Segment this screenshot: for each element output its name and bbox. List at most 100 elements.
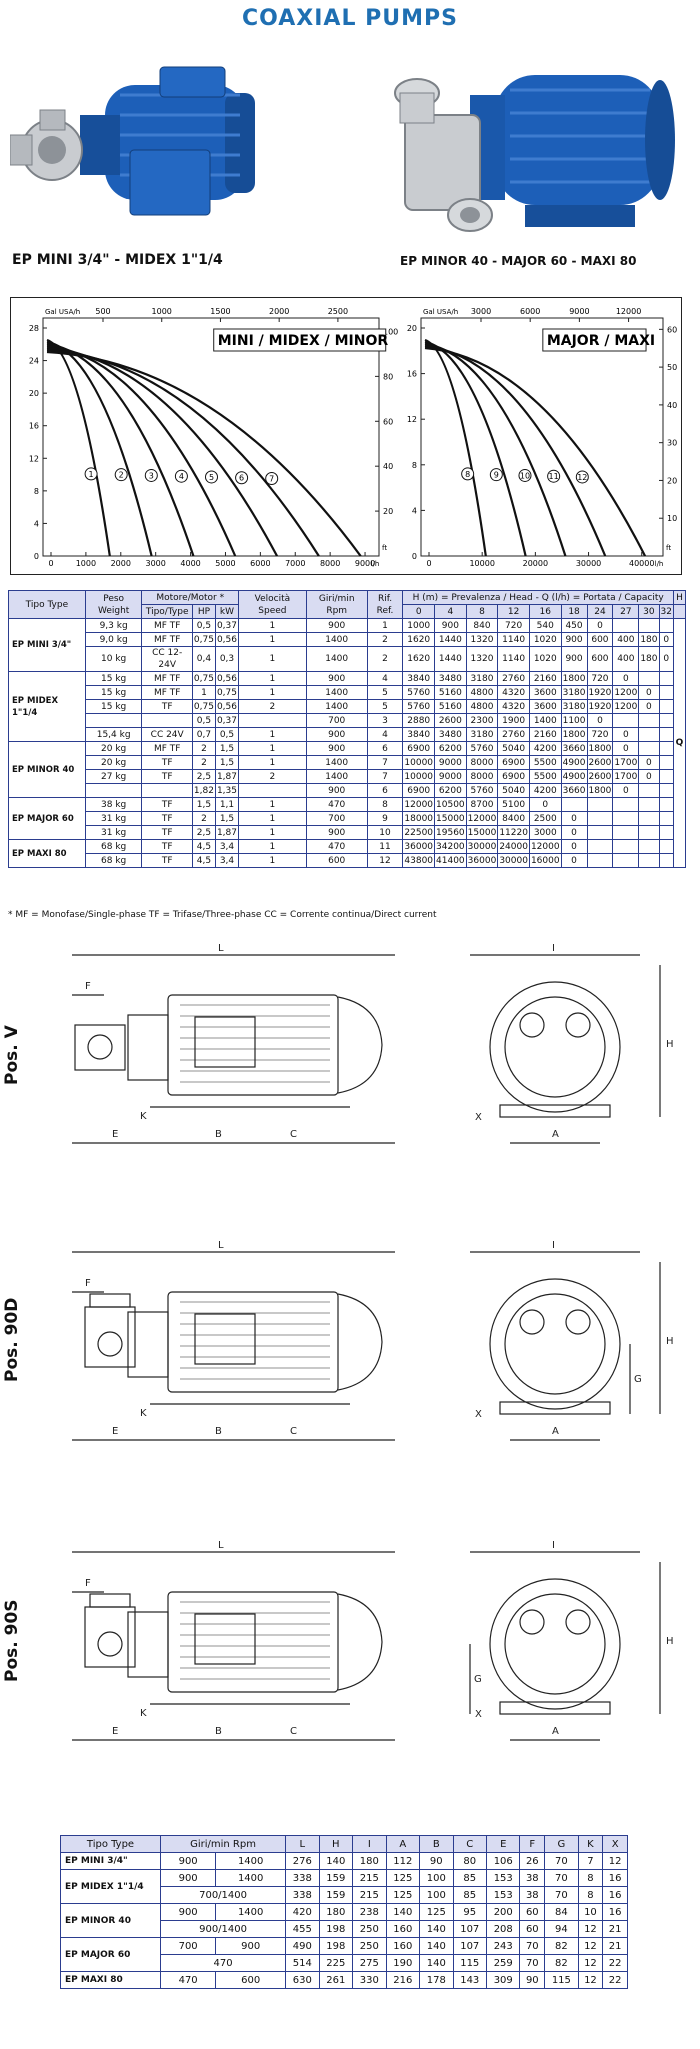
- dim-cell-value: 208: [485, 1920, 521, 1938]
- dim-letter-i: I: [552, 943, 555, 954]
- dim-cell-value: 21: [602, 1920, 628, 1938]
- dim-cell-value: 630: [285, 1971, 320, 1989]
- spec-cell-vel: 1: [238, 755, 307, 770]
- spec-cell-tipo: TF: [141, 839, 193, 854]
- product-caption-minor-major-maxi: EP MINOR 40 - MAJOR 60 - MAXI 80: [400, 254, 637, 268]
- dim-letter-x: X: [475, 1709, 482, 1720]
- bracket-outline: [127, 1014, 169, 1081]
- dim-cell-value: 238: [352, 1903, 387, 1921]
- spec-cell-ref: 4: [366, 671, 404, 686]
- spec-cell-kw: 0,56: [214, 699, 240, 714]
- spec-cell-kw: 1,5: [214, 811, 240, 826]
- spec-cell-capacity: 840: [465, 618, 499, 633]
- spec-cell-capacity: [658, 713, 674, 728]
- spec-cell-capacity: 6200: [434, 783, 467, 798]
- dim-cell-value: 125: [385, 1886, 421, 1904]
- curve-label-1: 1: [89, 470, 94, 479]
- x-tick-label: 0: [426, 559, 431, 568]
- spec-cell-rpm: 700: [305, 811, 368, 826]
- spec-cell-capacity: 5760: [402, 685, 436, 700]
- dim-cell-value: 8: [577, 1869, 604, 1887]
- spec-cell-capacity: 11220: [497, 825, 530, 840]
- spec-cell-capacity: 3480: [434, 727, 467, 742]
- dim-cell-value: 275: [352, 1954, 387, 1972]
- spec-cell-capacity: 1920: [586, 699, 614, 714]
- spec-cell-rpm: 700: [305, 713, 368, 728]
- spec-cell-capacity: 10000: [402, 755, 436, 770]
- dim-cell-value: 16: [602, 1869, 628, 1887]
- spec-cell-capacity: 2500: [528, 811, 562, 826]
- spec-cell-capacity: 12000: [465, 811, 499, 826]
- spec-cell-hp: 0,75: [191, 632, 216, 647]
- spec-cell-capacity: 2600: [434, 713, 467, 728]
- spec-cell-ref: 9: [366, 811, 404, 826]
- spec-cell-capacity: [658, 811, 674, 826]
- spec-cell-vel: [238, 713, 307, 728]
- spec-cell-tipo: MF TF: [141, 618, 193, 633]
- spec-cell-capacity: [658, 727, 674, 742]
- spec-cell-capacity: 15000: [465, 825, 499, 840]
- dim-cell-value: 140: [318, 1852, 354, 1870]
- spec-cell-vel: 2: [238, 699, 307, 714]
- dim-cell-value: 514: [285, 1954, 320, 1972]
- curve-marker-2: [114, 468, 128, 482]
- dim-cell-value: 215: [352, 1886, 387, 1904]
- pump-curve-7: [46, 350, 362, 557]
- spec-cell-capacity: 0: [658, 632, 674, 647]
- spec-cell-capacity: 5160: [434, 685, 467, 700]
- spec-cell-ref: 2: [366, 646, 404, 672]
- spec-cell-capacity: 5160: [434, 699, 467, 714]
- spec-cell-capacity: 900: [560, 632, 588, 647]
- dim-model-name: EP MINI 3/4": [60, 1852, 161, 1870]
- dim-cell-value: 12: [577, 1954, 604, 1972]
- spec-header-tipo: Tipo Type: [8, 590, 86, 619]
- x-tick-label: 7000: [285, 559, 305, 568]
- dim-cell-value: 38: [519, 1869, 546, 1887]
- dim-letter-a: A: [552, 1426, 559, 1437]
- dim-cell-value: 125: [419, 1903, 454, 1921]
- dim-letter-i: I: [552, 1540, 555, 1551]
- spec-cell-capacity: 900: [560, 646, 588, 672]
- spec-header-hp: HP: [191, 604, 216, 619]
- dim-letter-c: C: [290, 1129, 297, 1140]
- y2-tick-label: 80: [383, 372, 393, 381]
- spec-cell-capacity: 720: [497, 618, 530, 633]
- curve-label-8: 8: [465, 470, 470, 479]
- spec-cell-capacity: 24000: [497, 839, 530, 854]
- x-tick-label: 4000: [180, 559, 200, 568]
- spec-cell-ref: 6: [366, 783, 404, 798]
- dim-cell-rpm: 1400: [215, 1903, 287, 1921]
- product-caption-mini-midex: EP MINI 3/4" - MIDEX 1"1/4: [12, 252, 223, 268]
- spec-cell-capacity: 1920: [586, 685, 614, 700]
- position-label: Pos. V: [2, 1025, 22, 1085]
- dim-cell-value: 225: [318, 1954, 354, 1972]
- spec-cell-capacity: 1800: [586, 783, 614, 798]
- spec-cell-capacity: 5040: [497, 741, 530, 756]
- front-foot-outline: [499, 1701, 611, 1715]
- dim-header-a: A: [385, 1835, 421, 1853]
- spec-cell-capacity: 1140: [497, 646, 530, 672]
- front-foot-outline: [499, 1104, 611, 1118]
- spec-cell-hp: 0,7: [191, 727, 216, 742]
- x2-tick-label: 2500: [328, 307, 348, 316]
- dim-cell-value: 107: [452, 1920, 488, 1938]
- spec-cell-vel: 1: [238, 632, 307, 647]
- spec-cell-capacity: 3600: [528, 699, 562, 714]
- front-view-outline: [489, 981, 621, 1113]
- front-port-1: [519, 1309, 545, 1335]
- spec-cell-rpm: 900: [305, 741, 368, 756]
- spec-model-name: EP MINOR 40: [8, 741, 86, 798]
- dim-cell-value: 85: [452, 1886, 488, 1904]
- motor-outline: [167, 1291, 339, 1393]
- spec-header-velocita: Velocità Speed: [238, 590, 307, 619]
- spec-cell-ref: 1: [366, 618, 404, 633]
- front-port-2: [565, 1309, 591, 1335]
- spec-cell-capacity: [612, 618, 640, 633]
- spec-cell-tipo: TF: [141, 769, 193, 784]
- spec-cell-capacity: 30000: [497, 853, 530, 868]
- spec-cell-capacity: 0: [560, 811, 588, 826]
